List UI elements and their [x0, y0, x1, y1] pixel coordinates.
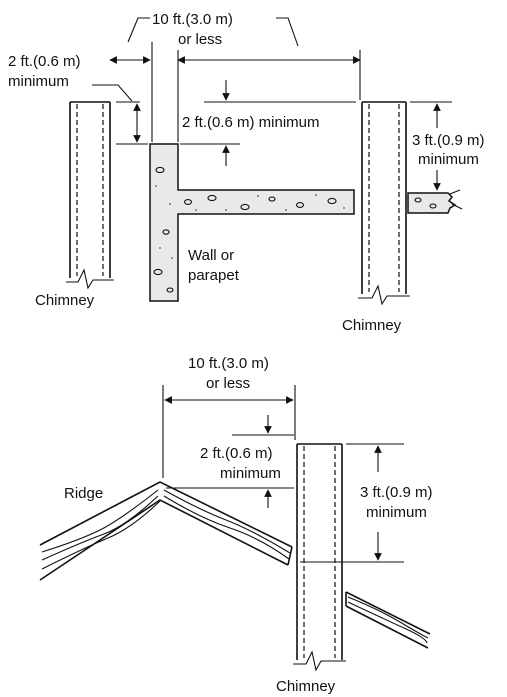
left-roof — [39, 481, 293, 581]
bottom-min3-label-1: 3 ft.(0.9 m) — [360, 484, 433, 501]
bottom-chimney-label: Chimney — [276, 678, 336, 695]
top-span-dimension — [127, 17, 361, 142]
top-span-label-2: or less — [178, 31, 222, 48]
bottom-span-label-2: or less — [206, 375, 250, 392]
bottom-min2-label-2: minimum — [220, 465, 281, 482]
bottom-min3-label-2: minimum — [366, 504, 427, 521]
ridge-label: Ridge — [64, 485, 103, 502]
right-roof-slab — [407, 189, 463, 214]
right-3ft-dimension — [410, 101, 452, 191]
mid-min-label: 2 ft.(0.6 m) minimum — [182, 114, 320, 131]
bottom-2ft-dimension — [166, 415, 294, 508]
wall-label-2: parapet — [188, 267, 240, 284]
right-chimney-label: Chimney — [342, 317, 402, 334]
wall-label-1: Wall or — [188, 247, 234, 264]
bottom-span-label-1: 10 ft.(3.0 m) — [188, 355, 269, 372]
right-min-label-1: 3 ft.(0.9 m) — [412, 132, 485, 149]
top-diagram: 10 ft.(3.0 m) or less 2 ft.(0.6 m) minim… — [8, 11, 485, 334]
mid-2ft-dimension — [180, 80, 356, 166]
left-chimney-label: Chimney — [35, 292, 95, 309]
right-min-label-2: minimum — [418, 151, 479, 168]
bottom-min2-label-1: 2 ft.(0.6 m) — [200, 445, 273, 462]
bottom-diagram: 10 ft.(3.0 m) or less 2 ft.(0.6 m) minim… — [39, 355, 433, 695]
bottom-span-dimension — [162, 385, 296, 478]
bottom-3ft-dimension — [300, 443, 404, 563]
right-roof — [345, 591, 431, 649]
wall-parapet — [149, 143, 355, 302]
left-2ft-dimension — [92, 56, 151, 145]
top-span-label-1: 10 ft.(3.0 m) — [152, 11, 233, 28]
left-chimney — [66, 101, 114, 290]
right-chimney — [358, 101, 410, 306]
bottom-chimney — [293, 443, 346, 672]
left-min-label-2: minimum — [8, 73, 69, 90]
left-min-label-1: 2 ft.(0.6 m) — [8, 53, 81, 70]
